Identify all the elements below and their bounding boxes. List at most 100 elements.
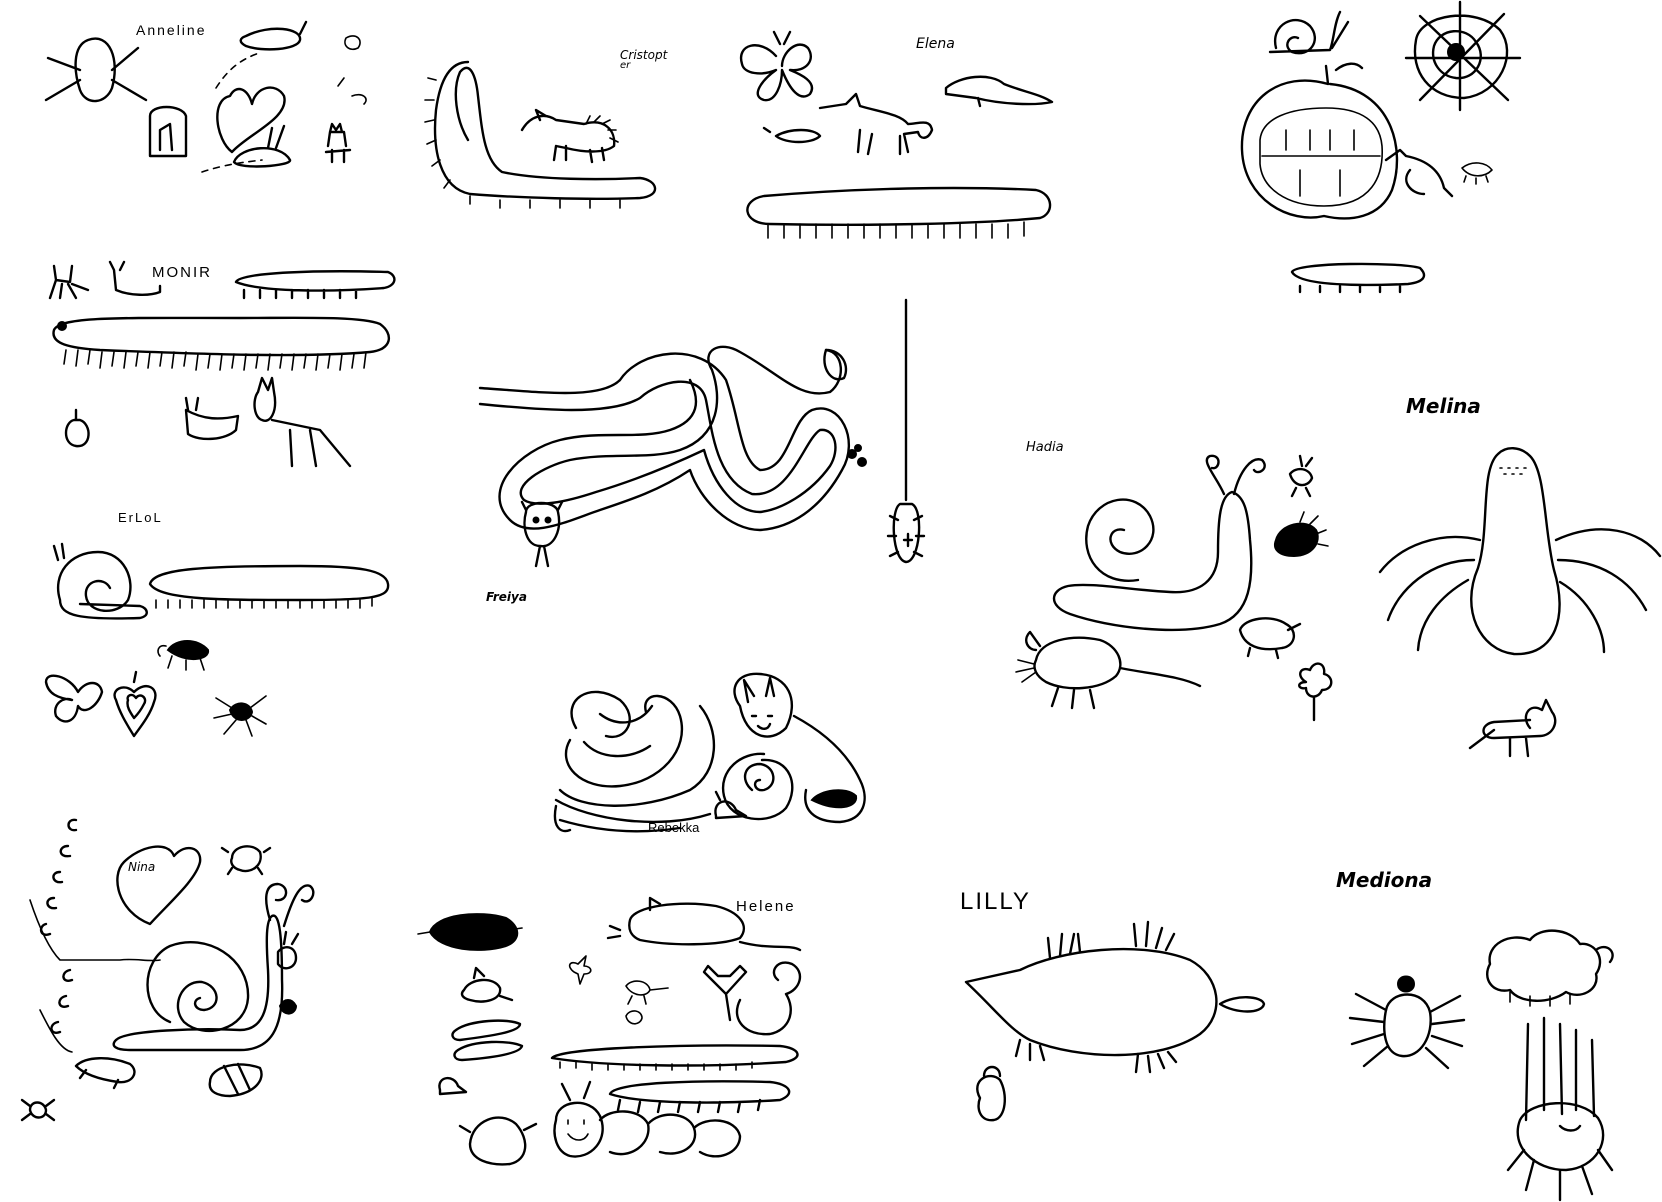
name-label-cristopher-line1: Cristopt (620, 48, 668, 62)
melina-drawing-group (1378, 447, 1662, 758)
name-label-elena: Elena (916, 36, 955, 52)
melina-spider-dots-drawing (1499, 467, 1527, 475)
name-label-nina: Nina (128, 860, 156, 874)
heart-drawing (216, 86, 286, 154)
erlol-heart-drawing (113, 670, 157, 738)
rebekka-cave-drawing (792, 714, 866, 824)
helene-drawing-group (417, 896, 802, 1166)
nina-snail-body-drawing (112, 882, 315, 1052)
mediona-drawing-group (1348, 929, 1614, 1202)
erlol-snail-drawing (52, 542, 148, 620)
nina-drawing-group (20, 818, 315, 1122)
melina-cat-drawing (1468, 698, 1557, 758)
erlol-ladybug-drawing (166, 640, 209, 660)
hadia-pig-drawing (1238, 617, 1302, 660)
name-label-mediona: Mediona (1336, 868, 1433, 892)
helene-ant-drawing (625, 980, 669, 1005)
hedgehog-drawing (520, 108, 616, 164)
rebekka-drawing-group (553, 672, 866, 833)
nina-leaf-trail-drawing (39, 818, 78, 1034)
helene-dragonfly-drawing (568, 955, 592, 985)
erlol-drawing-group (44, 542, 390, 738)
nina-fly-drawing (278, 999, 298, 1015)
fox-drawing (818, 92, 934, 156)
nina-lizard-drawing (74, 1057, 136, 1090)
rebekka-maze-tail-drawing (553, 804, 682, 833)
name-label-erlol: ErLoL (118, 510, 163, 525)
rebekka-cave-nest-drawing (810, 789, 858, 809)
dog-face-drawing (520, 500, 564, 568)
ant-top-right-drawing (1461, 162, 1493, 185)
name-label-helene: Helene (736, 898, 796, 915)
name-label-monir: MONIR (152, 264, 212, 281)
rebekka-rabbit-drawing (733, 672, 794, 738)
apple-inner-room-drawing (1259, 107, 1383, 207)
helene-long-worm-drawing (550, 1044, 799, 1067)
monir-apple-drawing (64, 408, 90, 448)
maze-worm-outer-drawing (478, 352, 851, 532)
helene-fox-face-drawing (702, 964, 748, 1022)
millipede-eye (57, 321, 67, 331)
worm-eye-2 (857, 457, 867, 467)
lilly-drawing-group (964, 920, 1266, 1122)
worm-eye-3 (854, 444, 862, 452)
hadia-bug-drawing (1288, 454, 1314, 498)
dog-eye-left (532, 516, 540, 524)
helene-mole-snout-drawing (417, 927, 523, 935)
monir-long-millipede-drawing (52, 316, 390, 357)
monir-cat-drawing (48, 264, 90, 300)
nina-small-spider-drawing (20, 1098, 56, 1122)
mediona-spider-legs-drawing (1348, 992, 1466, 1070)
small-fox-drawing (324, 122, 352, 164)
helene-mole-drawing (428, 913, 519, 951)
butterfly-drawing (739, 30, 814, 102)
dog-eye-right (544, 516, 552, 524)
long-worm-drawing (746, 186, 1052, 226)
monir-small-millipede-drawing (234, 270, 396, 300)
capsule-bug-drawing (239, 20, 308, 51)
ghost-house-drawing (148, 105, 188, 158)
helene-mouse-drawing (606, 896, 802, 952)
helene-smiley-face-drawing (567, 1119, 589, 1141)
helene-worms-drawing (451, 1019, 524, 1062)
mediona-rain-spider-legs-drawing (1506, 1148, 1614, 1202)
lilly-mole-body-drawing (964, 947, 1218, 1057)
small-insects-drawing (337, 35, 367, 105)
apple-drawing (1240, 62, 1399, 220)
helene-caterpillar-drawing (608, 1080, 791, 1114)
small-bug-drawing (762, 126, 822, 144)
name-label-anneline: Anneline (136, 22, 207, 38)
web-center-dot (1447, 43, 1465, 61)
lilly-mole-spikes-bottom-drawing (1014, 1038, 1178, 1074)
monir-drawing-group (48, 260, 396, 468)
name-label-lilly: LILLY (960, 888, 1031, 915)
worm-eye-1 (847, 449, 857, 459)
mediona-spider-head-drawing (1396, 975, 1416, 993)
hadia-snail-body-drawing (1052, 454, 1266, 632)
helene-smiley-caterpillar-drawing (553, 1080, 742, 1158)
nina-heart-drawing (116, 845, 202, 926)
hedgehog-spines-drawing (585, 115, 619, 143)
millipede-legs-drawing (424, 77, 621, 209)
freya-drawing-group (478, 298, 926, 568)
rebekka-spiral-drawing (721, 752, 794, 821)
nina-snail-shell-drawing (146, 941, 250, 1033)
hadia-mouse-drawing (1025, 630, 1202, 710)
apple-house-drawing-group (1240, 0, 1522, 294)
erlol-butterfly-drawing (44, 674, 104, 723)
black-worm-top-right-drawing (1290, 262, 1426, 294)
hadia-drawing-group (1015, 454, 1333, 722)
rebekka-maze-worm-drawing (554, 690, 716, 824)
hadia-whiskers-drawing (1015, 659, 1037, 683)
nina-beetle-drawing (220, 845, 272, 876)
mediona-rain-spider-lines-drawing (1524, 1016, 1596, 1122)
lilly-mole-spikes-top-drawing (1046, 920, 1176, 960)
snail-top-right-drawing (1268, 10, 1350, 55)
weasel-drawing (944, 75, 1054, 108)
nina-cocoon-drawing (208, 1062, 263, 1098)
maze-worm-tail-loop-drawing (823, 348, 848, 381)
big-millipede-drawing (433, 60, 657, 200)
name-label-freya: Freiya (486, 590, 527, 604)
mediona-sheep-legs-drawing (1509, 991, 1571, 1007)
